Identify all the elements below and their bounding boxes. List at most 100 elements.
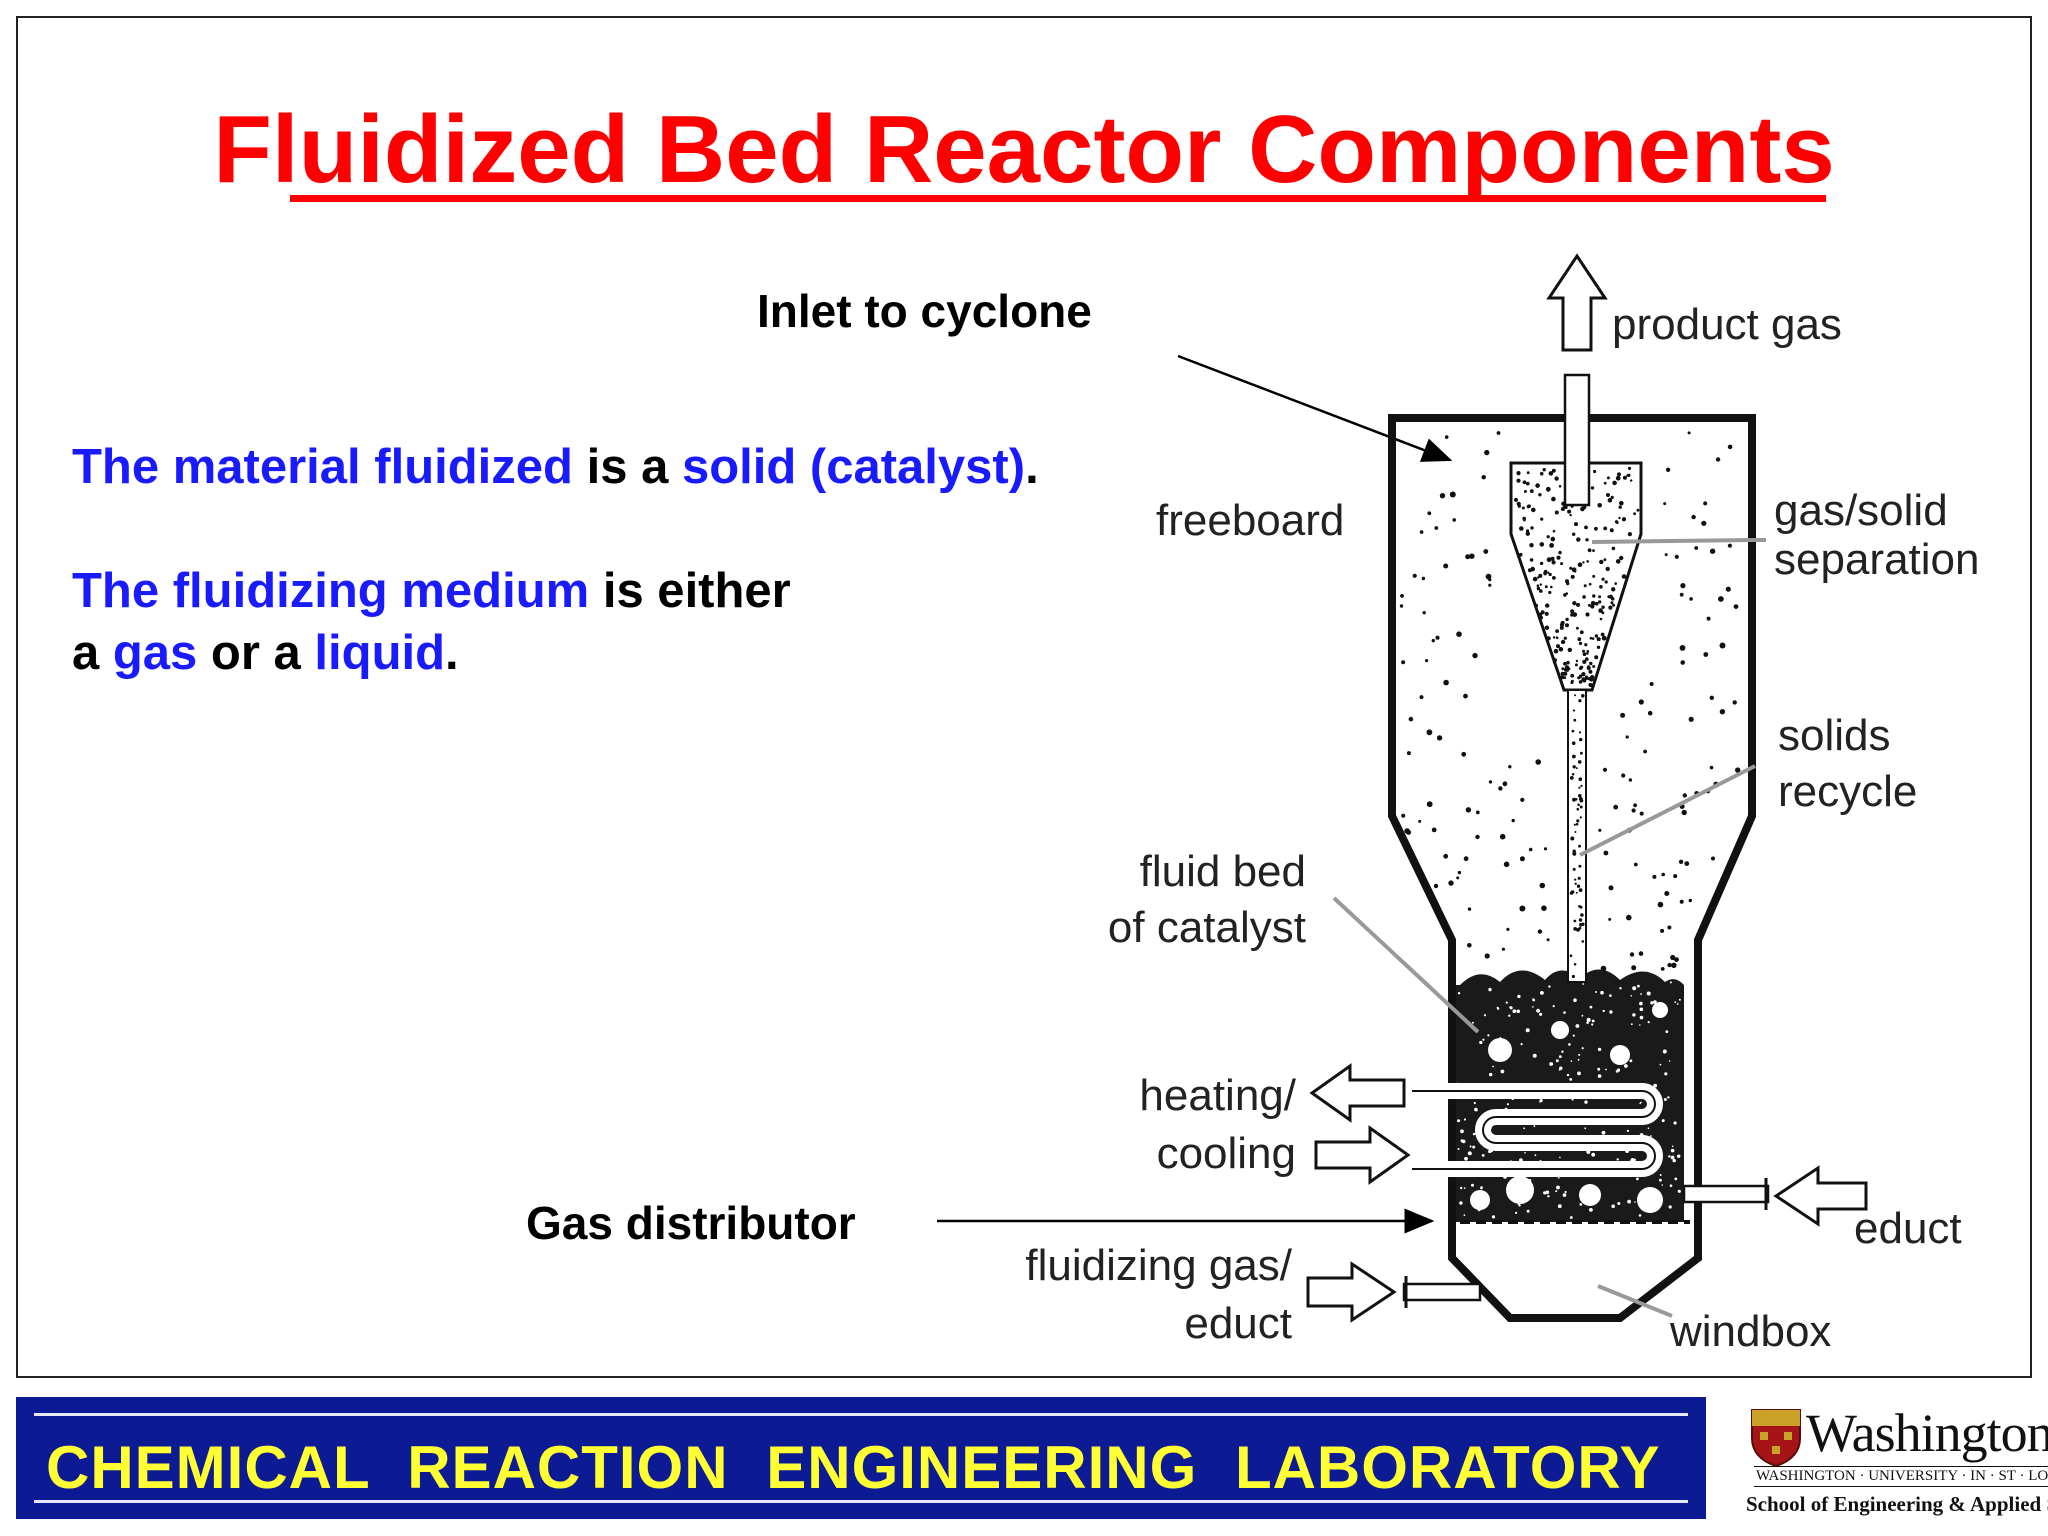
bed-speck bbox=[1586, 1017, 1591, 1022]
particle bbox=[1592, 549, 1595, 552]
bed-speck bbox=[1549, 1062, 1554, 1066]
medium-phrase: The fluidizing medium bbox=[72, 564, 590, 618]
bed-speck bbox=[1627, 1199, 1631, 1204]
particle bbox=[1603, 558, 1607, 562]
particle bbox=[1584, 525, 1588, 530]
particle bbox=[1579, 905, 1583, 909]
particle bbox=[1426, 729, 1433, 736]
particle bbox=[1545, 486, 1551, 492]
particle bbox=[1467, 907, 1472, 911]
bed-speck bbox=[1677, 1189, 1681, 1193]
particle bbox=[1514, 497, 1518, 502]
product-gas-arrow bbox=[1546, 253, 1608, 352]
particle bbox=[1526, 529, 1530, 533]
bed-speck bbox=[1581, 1047, 1584, 1050]
particle bbox=[1560, 675, 1565, 680]
particle bbox=[1579, 798, 1584, 803]
bed-speck bbox=[1577, 1071, 1581, 1076]
particle bbox=[1733, 604, 1739, 609]
particle bbox=[1599, 617, 1603, 621]
bed-speck bbox=[1505, 1001, 1508, 1004]
freeboard-label: freeboard bbox=[1156, 496, 1344, 545]
particle bbox=[1535, 483, 1540, 488]
particle bbox=[1456, 876, 1460, 880]
particle bbox=[1643, 749, 1647, 754]
bed-speck bbox=[1584, 1127, 1587, 1130]
particle bbox=[1578, 786, 1581, 789]
particle bbox=[1657, 901, 1664, 908]
particle bbox=[1576, 626, 1579, 630]
particle bbox=[1627, 532, 1632, 537]
bed-speck bbox=[1558, 1069, 1561, 1071]
bubble bbox=[1637, 1187, 1663, 1213]
bed-speck bbox=[1674, 1001, 1677, 1003]
particle bbox=[1670, 954, 1676, 961]
particle bbox=[1550, 556, 1555, 561]
particle bbox=[1572, 612, 1578, 617]
particle bbox=[1629, 952, 1635, 957]
particle bbox=[1660, 928, 1665, 933]
particle bbox=[1571, 773, 1575, 776]
particle bbox=[1626, 914, 1632, 921]
bed-speck bbox=[1591, 1152, 1596, 1157]
bed-speck bbox=[1632, 1013, 1636, 1017]
fluid-bed bbox=[1452, 985, 1684, 1222]
bed-speck bbox=[1498, 1051, 1502, 1055]
particle bbox=[1582, 649, 1585, 653]
bed-speck bbox=[1534, 1154, 1537, 1157]
bed-speck bbox=[1623, 1059, 1627, 1062]
particle bbox=[1412, 573, 1417, 578]
bed-speck bbox=[1467, 1151, 1472, 1156]
particle bbox=[1603, 526, 1608, 531]
product-gas-label: product gas bbox=[1612, 300, 1842, 349]
fluid-bed-leader bbox=[1332, 896, 1480, 1034]
particle bbox=[1400, 594, 1404, 598]
bed-speck bbox=[1589, 1208, 1593, 1212]
bed-speck bbox=[1639, 1015, 1644, 1020]
bed-speck bbox=[1661, 1119, 1665, 1123]
bed-speck bbox=[1514, 1187, 1519, 1192]
particle bbox=[1608, 594, 1613, 599]
particle bbox=[1718, 596, 1724, 602]
particle bbox=[1594, 526, 1598, 531]
particle bbox=[1558, 647, 1564, 652]
particle bbox=[1443, 563, 1449, 569]
particle bbox=[1688, 898, 1693, 903]
particle bbox=[1604, 580, 1608, 584]
bed-speck bbox=[1516, 1009, 1520, 1014]
particle bbox=[1418, 819, 1422, 823]
bed-speck bbox=[1577, 1058, 1580, 1061]
bed-speck bbox=[1460, 1129, 1464, 1134]
particle bbox=[1551, 496, 1556, 502]
particle bbox=[1590, 486, 1595, 490]
particle bbox=[1558, 485, 1562, 488]
particle bbox=[1594, 601, 1599, 606]
bed-speck bbox=[1457, 1148, 1460, 1150]
particle bbox=[1631, 965, 1637, 971]
particle bbox=[1584, 643, 1588, 647]
bed-speck bbox=[1566, 1073, 1570, 1077]
particle bbox=[1433, 883, 1439, 889]
bed-speck bbox=[1667, 1096, 1670, 1099]
particle bbox=[1543, 847, 1548, 851]
statements: The material fluidized is a solid (catal… bbox=[72, 436, 1039, 684]
bed-speck bbox=[1517, 994, 1521, 999]
particle bbox=[1630, 479, 1633, 482]
particle bbox=[1601, 635, 1607, 641]
bed-speck bbox=[1616, 1158, 1619, 1161]
particle bbox=[1627, 473, 1631, 477]
bed-speck bbox=[1582, 983, 1585, 985]
particle bbox=[1573, 823, 1576, 826]
particle bbox=[1579, 805, 1583, 809]
particle bbox=[1419, 530, 1424, 534]
particle bbox=[1425, 659, 1429, 663]
bed-speck bbox=[1508, 1014, 1511, 1017]
particle bbox=[1585, 657, 1589, 661]
particle bbox=[1582, 595, 1586, 599]
particle bbox=[1665, 467, 1671, 472]
gas-solid-label-2: separation bbox=[1774, 535, 1979, 584]
particle bbox=[1578, 926, 1582, 930]
particle bbox=[1539, 561, 1544, 566]
bed-speck bbox=[1678, 998, 1681, 1001]
particle bbox=[1546, 938, 1550, 942]
